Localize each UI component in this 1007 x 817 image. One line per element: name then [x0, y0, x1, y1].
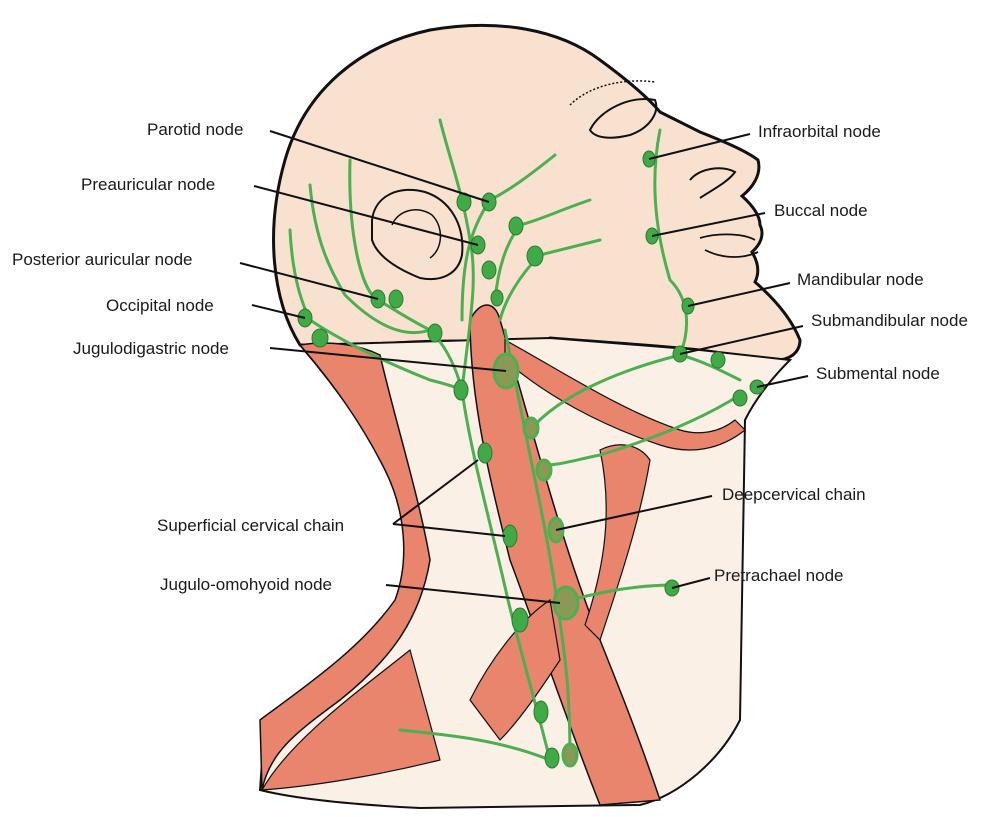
deep-node-shape-4	[563, 744, 577, 766]
submandibular-node-shape-2	[711, 352, 725, 368]
label-jugulo-omohyoid-node: Jugulo-omohyoid node	[160, 575, 332, 595]
label-parotid-node: Parotid node	[147, 120, 243, 140]
label-posterior-auricular-node: Posterior auricular node	[12, 250, 192, 270]
superficial-node-shape	[454, 380, 468, 400]
superficial-node-shape-3	[503, 525, 517, 547]
upper-cervical-node-shape	[428, 324, 442, 342]
superficial-node-shape-2	[478, 443, 492, 463]
head-skin	[274, 25, 800, 360]
posterior-auricular-node-shape-2	[389, 290, 403, 308]
superficial-node-shape-4	[512, 608, 528, 632]
superficial-node-shape-5	[534, 701, 548, 723]
label-buccal-node: Buccal node	[774, 201, 868, 221]
parotid-node-shape-3	[509, 217, 523, 235]
label-infraorbital-node: Infraorbital node	[758, 122, 881, 142]
label-pretracheal-node: Pretrachael node	[714, 566, 843, 586]
label-jugulodigastric-node: Jugulodigastric node	[73, 339, 229, 359]
deep-node-shape-2	[537, 460, 551, 480]
label-submandibular-node: Submandibular node	[811, 311, 968, 331]
deep-node-shape	[524, 418, 538, 438]
parotid-node-shape-4	[527, 246, 543, 266]
parotid-node-shape-5	[491, 290, 503, 306]
submental-node-shape-2	[733, 390, 747, 406]
superficial-node-shape-6	[545, 748, 559, 768]
label-occipital-node: Occipital node	[106, 296, 214, 316]
label-mandibular-node: Mandibular node	[797, 270, 924, 290]
label-superficial-cervical-chain: Superficial cervical chain	[157, 516, 344, 536]
label-preauricular-node: Preauricular node	[81, 175, 215, 195]
label-deep-cervical-chain: Deepcervical chain	[722, 485, 866, 505]
preauricular-node-shape-2	[482, 261, 496, 279]
label-submental-node: Submental node	[816, 364, 940, 384]
occipital-node-shape-2	[312, 329, 328, 347]
